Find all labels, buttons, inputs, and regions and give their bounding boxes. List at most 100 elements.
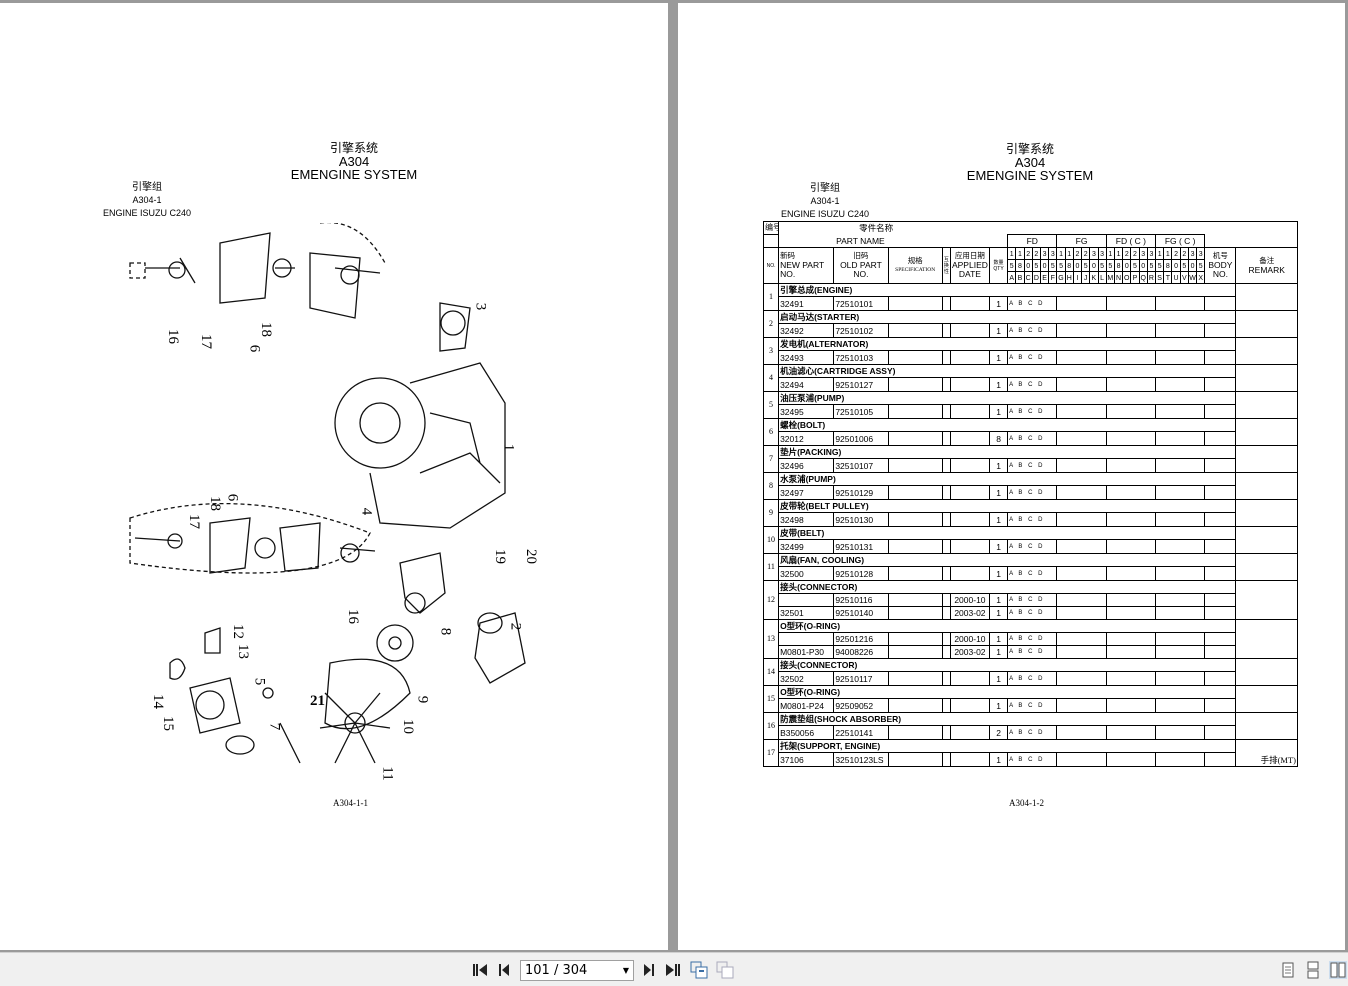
digit-cell: 0 bbox=[1171, 259, 1181, 272]
model-codes: A B C D bbox=[1007, 539, 1058, 554]
remark-cell bbox=[1235, 445, 1298, 473]
model-codes: A B C D bbox=[1007, 296, 1058, 311]
digit-cell: 8 bbox=[1064, 259, 1074, 272]
qty: 1 bbox=[989, 404, 1009, 419]
remark-cell bbox=[1235, 391, 1298, 419]
old-part-no: 92510140 bbox=[833, 606, 889, 620]
remark-cell bbox=[1235, 526, 1298, 554]
old-part-no: 92509052 bbox=[833, 698, 889, 713]
applied-date bbox=[949, 431, 991, 446]
new-part-no: 32493 bbox=[778, 350, 835, 365]
remark-cell bbox=[1235, 337, 1298, 365]
applied-date bbox=[949, 458, 991, 473]
part-name: 接头(CONNECTOR) bbox=[778, 580, 1205, 594]
page-title: 引擎系统 A304 EMENGINE SYSTEM bbox=[678, 143, 1348, 183]
part-number: 3 bbox=[762, 337, 780, 365]
new-part-no: 37106 bbox=[778, 752, 835, 767]
digit-cell: 3 bbox=[1048, 247, 1058, 260]
next-page-icon[interactable] bbox=[643, 961, 655, 979]
remark-cell bbox=[1235, 310, 1298, 338]
part-number: 14 bbox=[762, 658, 780, 686]
model-codes: A B C D bbox=[1007, 698, 1058, 713]
no-header-cn: 编号 bbox=[762, 221, 780, 235]
remark-cell bbox=[1235, 580, 1298, 620]
callout-number: 17 bbox=[198, 334, 214, 349]
next-view-icon[interactable] bbox=[716, 961, 734, 979]
qty: 1 bbox=[989, 752, 1009, 767]
single-page-icon[interactable] bbox=[1281, 961, 1295, 979]
model-letter-cell: E bbox=[1039, 271, 1050, 284]
digit-cell: 1 bbox=[1064, 247, 1074, 260]
continuous-icon[interactable] bbox=[1306, 961, 1320, 979]
spec-header-cn: 规格 bbox=[907, 256, 923, 265]
part-name: 防震垫组(SHOCK ABSORBER) bbox=[778, 712, 1205, 726]
qty: 1 bbox=[989, 296, 1009, 311]
part-name-header: PART NAME bbox=[778, 234, 1009, 248]
callout-number: 19 bbox=[492, 549, 508, 564]
remark-cell bbox=[1235, 499, 1298, 527]
model-letter-cell: D bbox=[1031, 271, 1041, 284]
digit-cell: 5 bbox=[1130, 259, 1140, 272]
part-number: 4 bbox=[762, 364, 780, 392]
digit-cell: 3 bbox=[1146, 247, 1157, 260]
prev-page-icon[interactable] bbox=[498, 961, 510, 979]
remark-cell bbox=[1235, 364, 1298, 392]
applied-date bbox=[949, 323, 991, 338]
title-code: A304 bbox=[338, 154, 370, 169]
callout-number: 9 bbox=[414, 695, 431, 704]
part-number: 16 bbox=[762, 712, 780, 740]
date-header-en: APPLIED DATE bbox=[951, 259, 988, 280]
old-part-no: 92510130 bbox=[833, 512, 889, 527]
part-name: 机油滤心(CARTRIDGE ASSY) bbox=[778, 364, 1205, 378]
qty: 1 bbox=[989, 566, 1009, 581]
prev-view-icon[interactable] bbox=[690, 961, 708, 979]
remark-cell bbox=[1235, 553, 1298, 581]
model-codes: A B C D bbox=[1007, 485, 1058, 500]
digit-cell: 2 bbox=[1023, 247, 1033, 260]
digit-cell: 2 bbox=[1122, 247, 1132, 260]
model-codes: A B C D bbox=[1007, 593, 1058, 607]
part-number: 12 bbox=[762, 580, 780, 620]
digit-cell: 1 bbox=[1155, 247, 1165, 260]
part-name: 皮带轮(BELT PULLEY) bbox=[778, 499, 1205, 513]
no-header: NO. bbox=[762, 247, 780, 284]
last-page-icon[interactable] bbox=[665, 961, 681, 979]
page-number-input[interactable]: 101 / 304▼ bbox=[520, 960, 634, 981]
applied-date: 2003-02 bbox=[949, 645, 991, 659]
new-part-no: 32502 bbox=[778, 671, 835, 686]
digit-cell: 2 bbox=[1179, 247, 1189, 260]
first-page-icon[interactable] bbox=[472, 961, 488, 979]
digit-cell: 1 bbox=[1056, 247, 1066, 260]
chevron-down-icon[interactable]: ▼ bbox=[622, 966, 629, 975]
qty: 1 bbox=[989, 512, 1009, 527]
callout-number: 21 bbox=[310, 693, 325, 709]
digit-cell: 2 bbox=[1031, 247, 1041, 260]
digit-cell: 2 bbox=[1130, 247, 1140, 260]
qty: 1 bbox=[989, 645, 1009, 659]
old-part-no: 92510116 bbox=[833, 593, 889, 607]
two-page-icon[interactable] bbox=[1329, 961, 1347, 979]
qty: 1 bbox=[989, 606, 1009, 620]
group-header: FG bbox=[1056, 234, 1107, 248]
qty: 1 bbox=[989, 377, 1009, 392]
engine-block bbox=[334, 302, 506, 529]
old-part-header-cn: 旧码 bbox=[853, 251, 869, 261]
engine-mount-lower bbox=[129, 502, 376, 574]
body-header-en: BODY NO. bbox=[1208, 259, 1233, 280]
applied-date bbox=[949, 485, 991, 500]
old-part-no: 72510101 bbox=[833, 296, 889, 311]
left-page: 引擎系统 A304 EMENGINE SYSTEM 引擎组 A304-1 ENG… bbox=[0, 3, 668, 950]
model-letter-cell: G bbox=[1056, 271, 1066, 284]
